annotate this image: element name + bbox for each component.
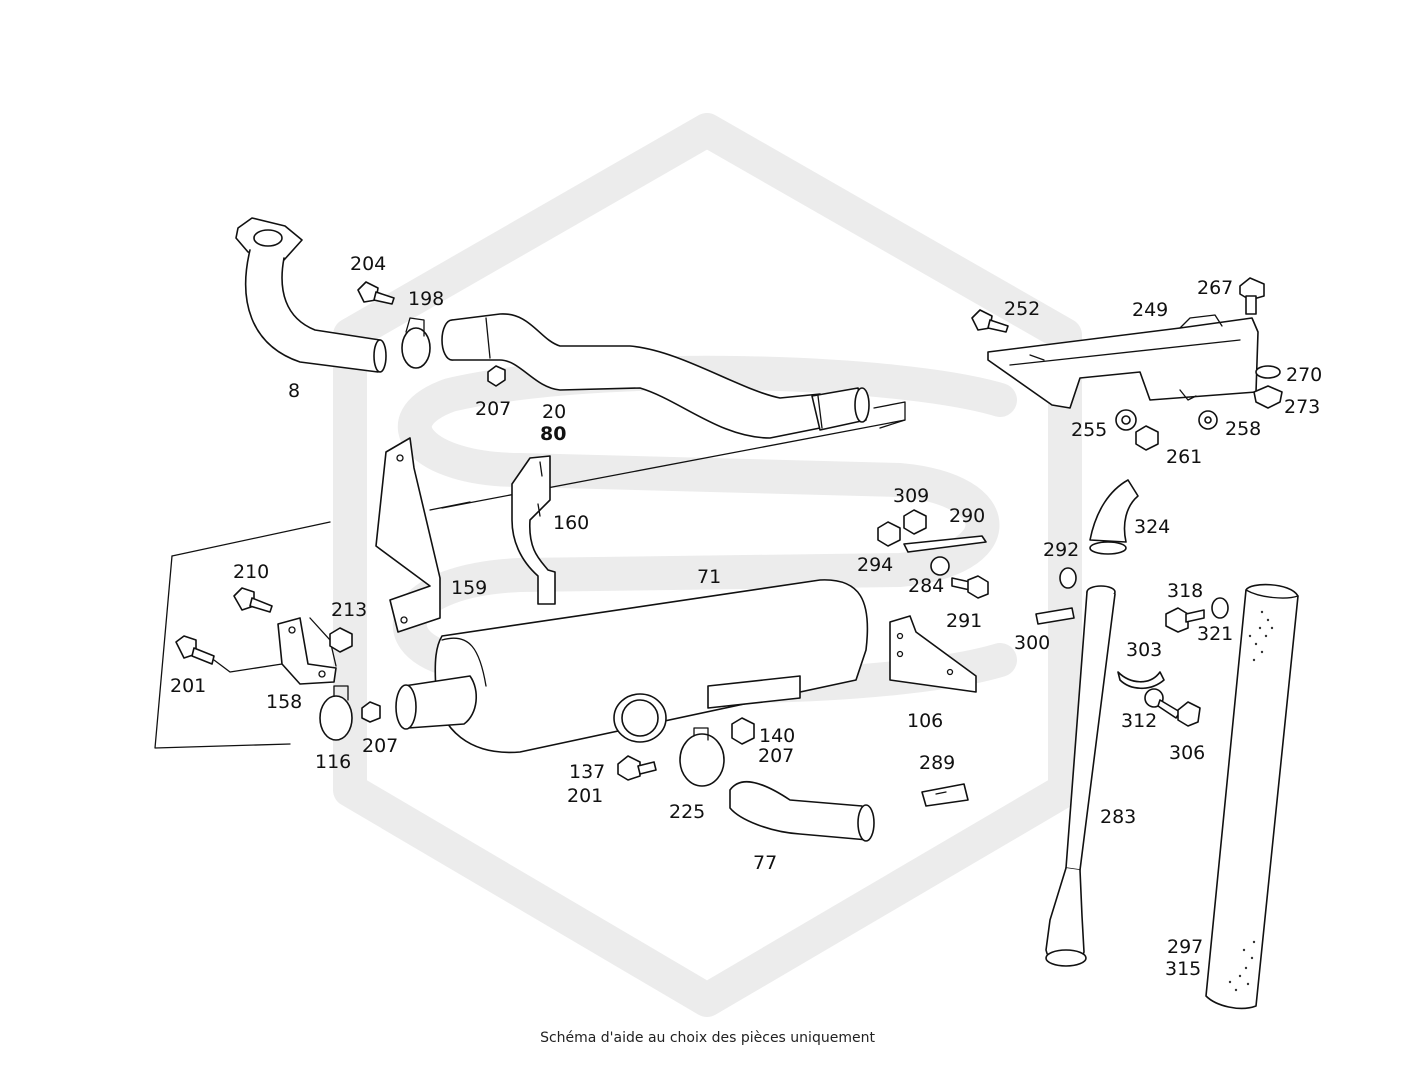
part-8-front-pipe <box>235 217 387 373</box>
label-204: 204 <box>350 253 386 275</box>
part-291-bolt <box>951 575 989 599</box>
part-292-washer <box>1059 567 1077 589</box>
part-213-nut <box>329 627 353 653</box>
label-284: 284 <box>908 575 944 597</box>
part-267-bolt <box>1239 277 1265 315</box>
label-249: 249 <box>1132 299 1168 321</box>
label-283: 283 <box>1100 806 1136 828</box>
label-290: 290 <box>949 505 985 527</box>
label-20: 20 <box>542 401 566 423</box>
part-106-bracket <box>889 615 977 693</box>
part-290-plate <box>903 535 987 553</box>
label-303: 303 <box>1126 639 1162 661</box>
label-291: 291 <box>946 610 982 632</box>
label-315: 315 <box>1165 958 1201 980</box>
label-273: 273 <box>1284 396 1320 418</box>
part-258-washer <box>1198 410 1218 430</box>
label-258: 258 <box>1225 418 1261 440</box>
part-207-nut <box>487 365 506 387</box>
label-80: 80 <box>540 423 566 445</box>
part-283-vertical-pipe <box>1045 585 1116 967</box>
label-225: 225 <box>669 801 705 823</box>
part-77-tailpipe <box>729 781 875 842</box>
label-207-top: 207 <box>475 398 511 420</box>
label-294: 294 <box>857 554 893 576</box>
part-207-nut-left <box>361 701 381 723</box>
part-284-washer <box>930 556 950 576</box>
part-270-washer <box>1255 365 1281 379</box>
part-116-clamp <box>319 685 353 741</box>
label-201-right: 201 <box>567 785 603 807</box>
part-303-clamp <box>1117 671 1165 690</box>
label-198: 198 <box>408 288 444 310</box>
label-106: 106 <box>907 710 943 732</box>
label-324: 324 <box>1134 516 1170 538</box>
label-213: 213 <box>331 599 367 621</box>
part-210-bolt <box>233 587 273 613</box>
label-261: 261 <box>1166 446 1202 468</box>
part-158-bracket <box>277 617 337 685</box>
part-289-bracket <box>921 783 969 807</box>
label-140: 140 <box>759 725 795 747</box>
part-261-nut <box>1135 425 1159 451</box>
label-292: 292 <box>1043 539 1079 561</box>
part-297-heat-guard <box>1205 583 1299 1010</box>
part-324-elbow <box>1089 479 1139 555</box>
part-309-nut <box>903 509 927 535</box>
part-140-nut <box>731 717 755 745</box>
part-225-clamp <box>679 727 725 787</box>
part-137-bolt <box>617 755 657 781</box>
label-321: 321 <box>1197 623 1233 645</box>
part-255-washer <box>1115 409 1137 431</box>
label-309: 309 <box>893 485 929 507</box>
perforation-pattern <box>1228 610 1274 992</box>
label-116: 116 <box>315 751 351 773</box>
part-20-intermediate-pipe <box>441 313 870 439</box>
part-318-bolt <box>1165 607 1205 633</box>
label-159: 159 <box>451 577 487 599</box>
part-198-clamp <box>401 317 431 369</box>
label-289: 289 <box>919 752 955 774</box>
part-306-bolt <box>1157 699 1201 727</box>
part-159-bracket <box>375 437 441 633</box>
label-207-right: 207 <box>758 745 794 767</box>
label-267: 267 <box>1197 277 1233 299</box>
label-252: 252 <box>1004 298 1040 320</box>
part-160-hanger <box>511 455 556 605</box>
part-300-plate <box>1035 607 1075 625</box>
label-297: 297 <box>1167 936 1203 958</box>
label-8: 8 <box>288 380 300 402</box>
watermark-logo <box>333 113 1082 1017</box>
part-201-bolt <box>175 635 283 673</box>
label-210: 210 <box>233 561 269 583</box>
label-312: 312 <box>1121 710 1157 732</box>
label-270: 270 <box>1286 364 1322 386</box>
part-273-nut <box>1253 385 1283 409</box>
label-71: 71 <box>697 566 721 588</box>
label-207-left: 207 <box>362 735 398 757</box>
label-306: 306 <box>1169 742 1205 764</box>
part-252-bolt <box>971 309 1009 333</box>
part-294-nut <box>877 521 901 547</box>
part-71-muffler <box>395 579 869 754</box>
part-249-heat-shield <box>987 314 1259 409</box>
diagram-caption: Schéma d'aide au choix des pièces unique… <box>540 1030 875 1046</box>
label-158: 158 <box>266 691 302 713</box>
label-160: 160 <box>553 512 589 534</box>
label-77: 77 <box>753 852 777 874</box>
label-255: 255 <box>1071 419 1107 441</box>
label-137: 137 <box>569 761 605 783</box>
part-204-bolt <box>357 281 395 305</box>
part-labels: 8 204 198 207 20 80 252 249 267 270 273 … <box>170 253 1322 980</box>
label-300: 300 <box>1014 632 1050 654</box>
part-321-washer <box>1211 597 1229 619</box>
label-318: 318 <box>1167 580 1203 602</box>
label-201-left: 201 <box>170 675 206 697</box>
